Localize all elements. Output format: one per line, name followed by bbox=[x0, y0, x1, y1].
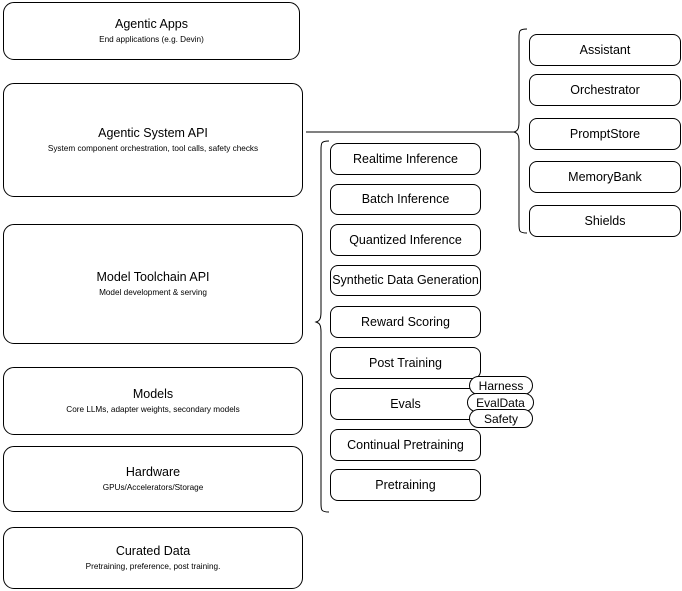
layer-subtitle: End applications (e.g. Devin) bbox=[99, 35, 204, 44]
layer-title: Models bbox=[132, 387, 174, 401]
toolchain-item-label: Quantized Inference bbox=[349, 232, 462, 247]
toolchain-item-label: Batch Inference bbox=[361, 192, 450, 206]
layer-models[interactable]: Models Core LLMs, adapter weights, secon… bbox=[3, 367, 303, 435]
brace-toolchain-items bbox=[316, 141, 329, 512]
layer-title: Agentic Apps bbox=[115, 17, 188, 31]
system-item-label: MemoryBank bbox=[568, 169, 642, 184]
toolchain-item-continual-pretraining[interactable]: Continual Pretraining bbox=[330, 429, 481, 461]
toolchain-item-pretraining[interactable]: Pretraining bbox=[330, 469, 481, 501]
layer-subtitle: GPUs/Accelerators/Storage bbox=[102, 483, 204, 492]
layer-title: Curated Data bbox=[115, 544, 191, 558]
toolchain-item-reward-scoring[interactable]: Reward Scoring bbox=[330, 306, 481, 338]
layer-stack: Agentic Apps End applications (e.g. Devi… bbox=[0, 0, 310, 591]
layer-subtitle: Model development & serving bbox=[99, 288, 207, 297]
system-item-label: Orchestrator bbox=[570, 82, 640, 97]
system-item-label: PromptStore bbox=[569, 126, 641, 141]
brace-system-items bbox=[514, 29, 527, 233]
system-item-promptstore[interactable]: PromptStore bbox=[529, 118, 681, 150]
layer-title: Agentic System API bbox=[98, 126, 208, 140]
system-item-assistant[interactable]: Assistant bbox=[529, 34, 681, 66]
toolchain-item-quantized-inference[interactable]: Quantized Inference bbox=[330, 224, 481, 256]
toolchain-item-label: Synthetic Data Generation bbox=[332, 273, 479, 287]
layer-hardware[interactable]: Hardware GPUs/Accelerators/Storage bbox=[3, 446, 303, 512]
layer-model-toolchain-api[interactable]: Model Toolchain API Model development & … bbox=[3, 224, 303, 344]
layer-agentic-apps[interactable]: Agentic Apps End applications (e.g. Devi… bbox=[3, 2, 300, 60]
toolchain-item-label: Realtime Inference bbox=[353, 151, 458, 166]
layer-title: Model Toolchain API bbox=[96, 270, 210, 284]
system-item-orchestrator[interactable]: Orchestrator bbox=[529, 74, 681, 106]
layer-agentic-system-api[interactable]: Agentic System API System component orch… bbox=[3, 83, 303, 197]
toolchain-item-realtime-inference[interactable]: Realtime Inference bbox=[330, 143, 481, 175]
layer-subtitle: System component orchestration, tool cal… bbox=[47, 144, 259, 153]
system-item-memorybank[interactable]: MemoryBank bbox=[529, 161, 681, 193]
toolchain-item-synthetic-data-generation[interactable]: Synthetic Data Generation bbox=[330, 265, 481, 296]
toolchain-item-label: Pretraining bbox=[375, 477, 436, 492]
system-item-label: Assistant bbox=[579, 42, 631, 57]
system-item-shields[interactable]: Shields bbox=[529, 205, 681, 237]
eval-tag-safety[interactable]: Safety bbox=[469, 409, 533, 428]
system-item-label: Shields bbox=[584, 213, 626, 228]
toolchain-item-label: Evals bbox=[390, 396, 421, 411]
layer-curated-data[interactable]: Curated Data Pretraining, preference, po… bbox=[3, 527, 303, 589]
toolchain-item-label: Reward Scoring bbox=[361, 314, 450, 329]
toolchain-item-label: Continual Pretraining bbox=[347, 437, 464, 452]
layer-subtitle: Core LLMs, adapter weights, secondary mo… bbox=[66, 405, 240, 414]
layer-subtitle: Pretraining, preference, post training. bbox=[85, 562, 221, 571]
toolchain-item-post-training[interactable]: Post Training bbox=[330, 347, 481, 379]
toolchain-item-evals[interactable]: Evals bbox=[330, 388, 481, 420]
toolchain-item-label: Post Training bbox=[369, 355, 442, 370]
toolchain-item-batch-inference[interactable]: Batch Inference bbox=[330, 184, 481, 215]
layer-title: Hardware bbox=[125, 465, 181, 479]
